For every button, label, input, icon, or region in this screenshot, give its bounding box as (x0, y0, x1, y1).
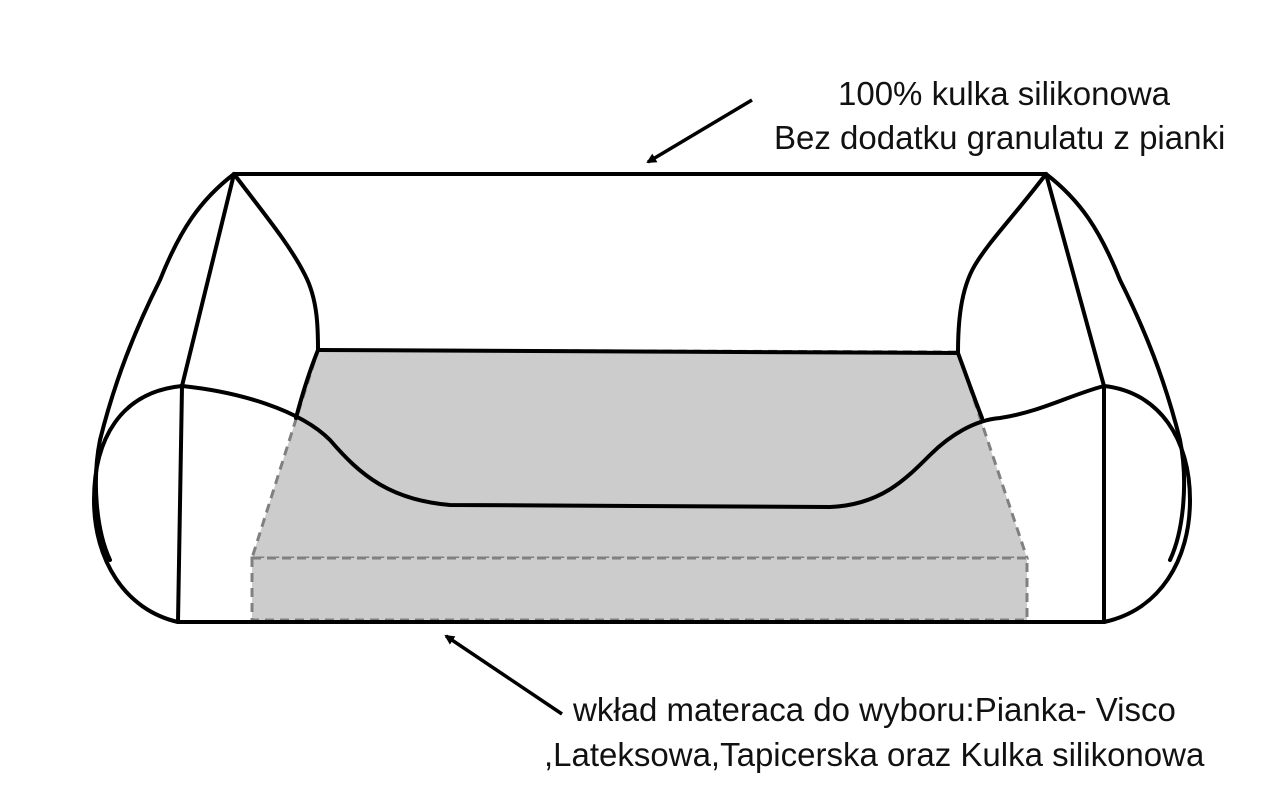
left-armrest-front-line (176, 384, 184, 624)
bottom-callout-line-1: wkład materaca do wyboru:Pianka- Visco (573, 691, 1176, 728)
right-armrest-inner (956, 172, 1048, 355)
seat-back-edge (316, 348, 960, 355)
top-callout-arrow (646, 98, 753, 164)
bed-frame (92, 172, 1192, 624)
top-callout-line-2: Bez dodatku granulatu z pianki (774, 119, 1226, 156)
bottom-callout-line-2: ,Lateksowa,Tapicerska oraz Kulka silikon… (544, 736, 1205, 773)
mattress-front-side (250, 556, 1029, 622)
right-armrest-front-end (1102, 384, 1192, 624)
left-armrest-outer (93, 172, 236, 562)
bottom-callout-arrow (444, 634, 563, 716)
left-armrest-ridge (180, 172, 236, 388)
left-armrest-inner-lower (294, 348, 320, 420)
mattress-insert (249, 348, 1030, 622)
left-armrest-inner (232, 172, 320, 352)
right-armrest-inner-lower (956, 351, 984, 420)
right-armrest-outer (1044, 172, 1187, 562)
right-armrest-ridge (1044, 172, 1106, 388)
front-bolster-curve (180, 384, 1106, 509)
left-armrest-front-end (92, 384, 184, 624)
mattress-top-surface (249, 348, 1030, 560)
top-callout-line-1: 100% kulka silikonowa (838, 75, 1171, 112)
